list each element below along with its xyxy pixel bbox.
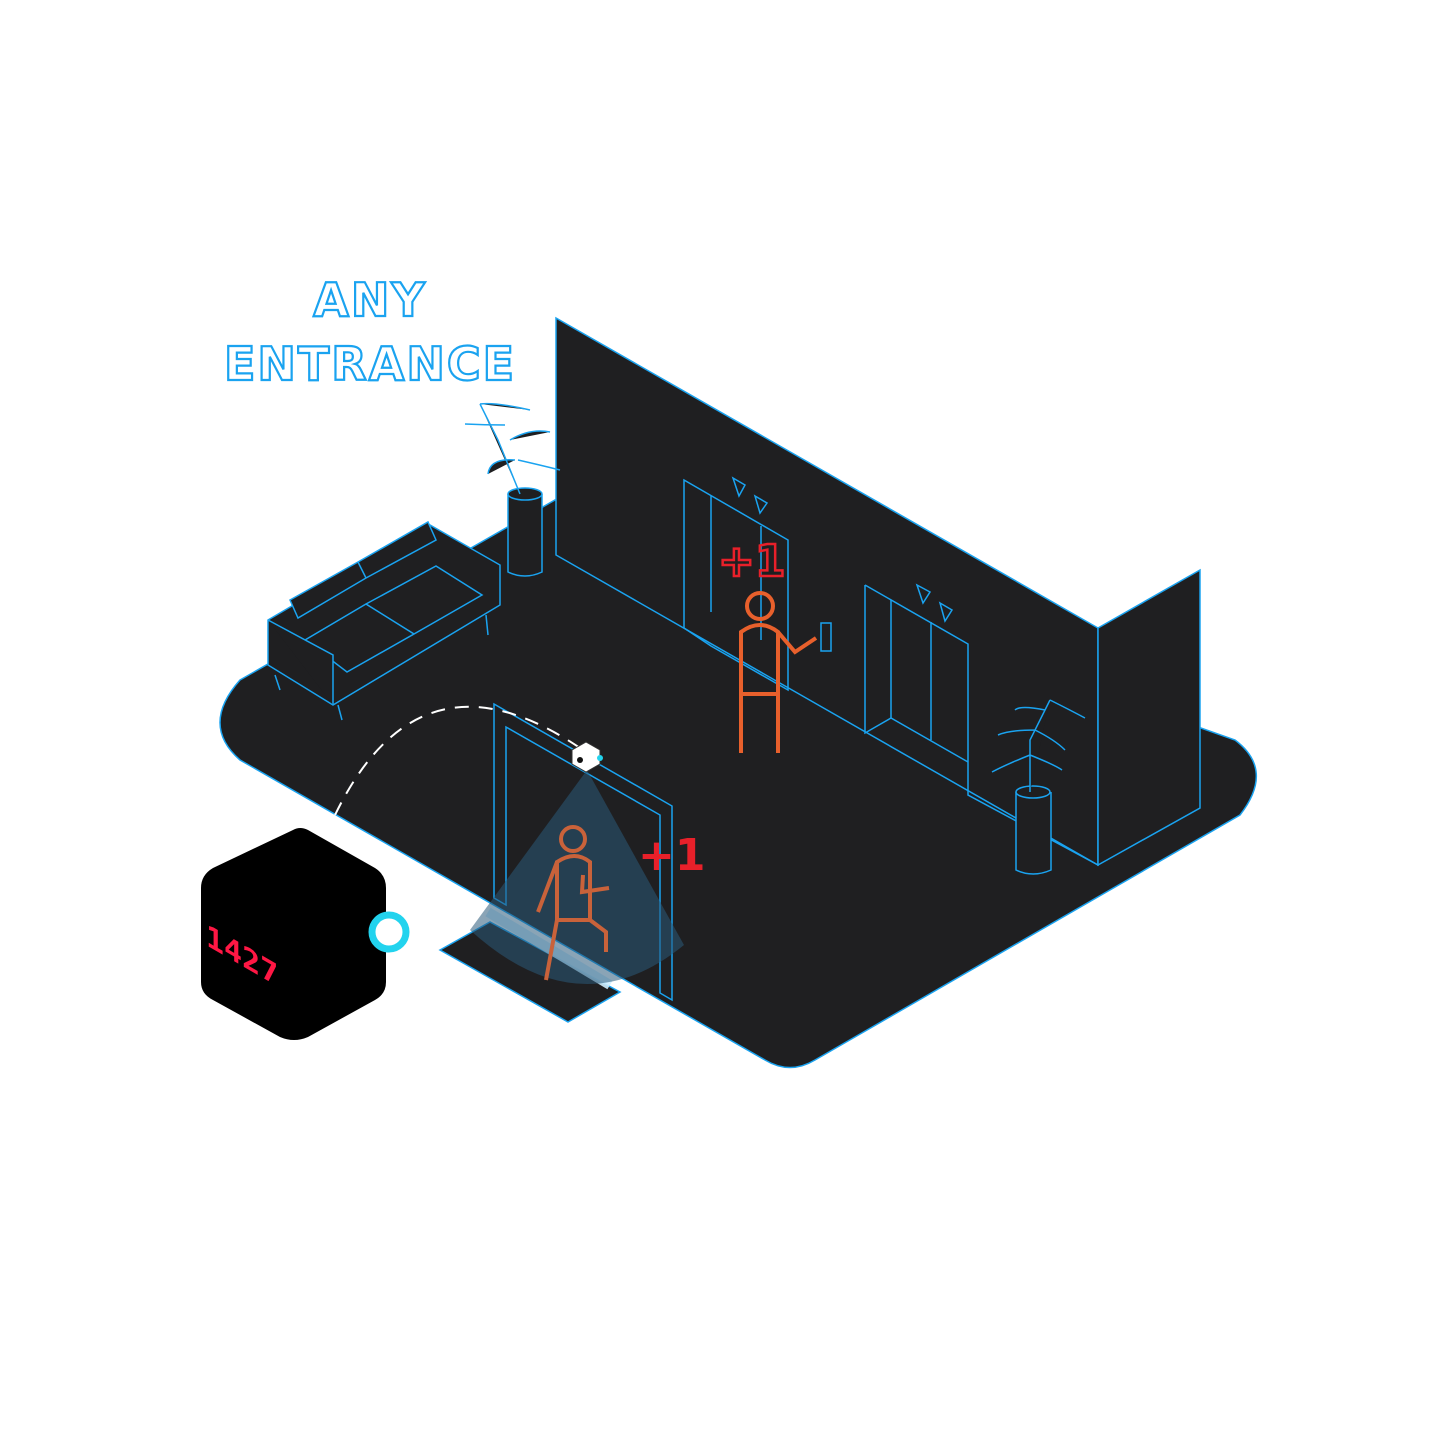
- person-walking: [536, 825, 610, 981]
- plant-left: [464, 402, 561, 577]
- sofa: [267, 520, 501, 721]
- elevator-1: [683, 476, 832, 692]
- sensor-cone: [470, 770, 684, 985]
- counter-device: 1427: [201, 828, 386, 1040]
- elevator-plus-one: +1: [718, 536, 785, 587]
- floor: [219, 499, 1257, 1069]
- door-plus-one: +1: [638, 830, 705, 881]
- sensor-device: [571, 741, 603, 773]
- side-wall: [1097, 568, 1201, 867]
- plant-right: [991, 699, 1086, 875]
- title-line-1: ANY: [313, 273, 426, 327]
- status-ring: [368, 911, 410, 953]
- title-line-2: ENTRANCE: [224, 337, 516, 391]
- person-elevator: [739, 591, 818, 753]
- signal-arc: [334, 705, 581, 816]
